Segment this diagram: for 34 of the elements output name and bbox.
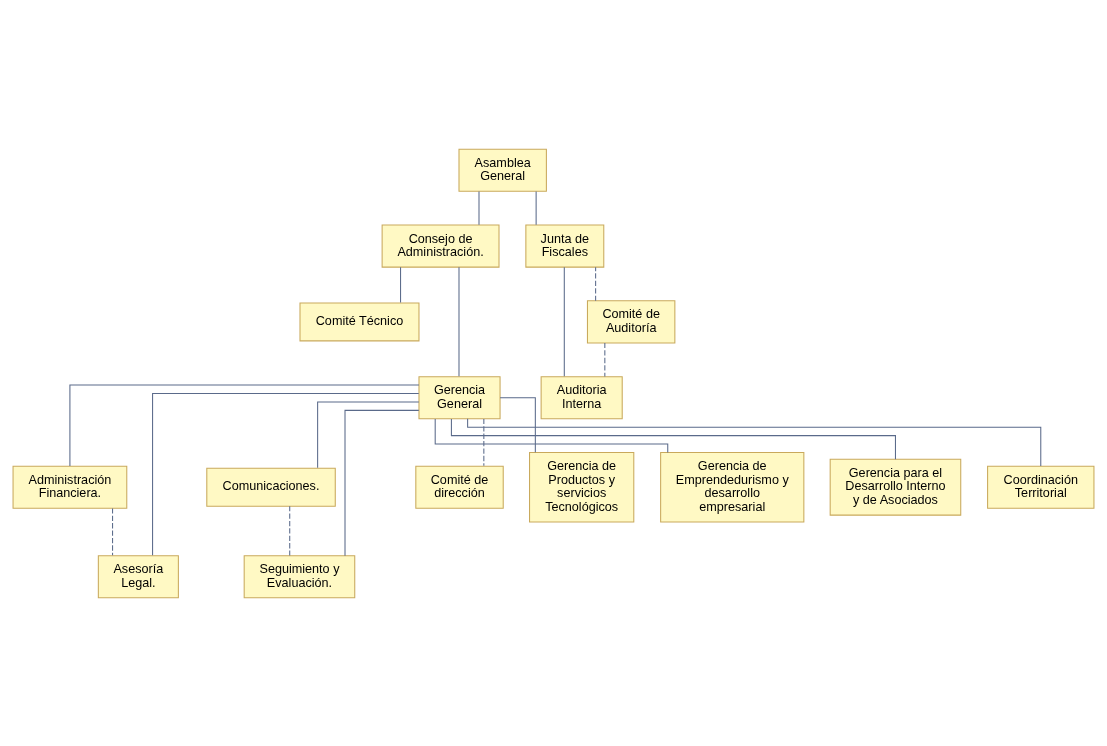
node-box: Seguimiento y Evaluación. (243, 554, 356, 598)
connector (478, 190, 480, 225)
connector (458, 266, 460, 377)
node-box: Junta de Fiscales (525, 224, 605, 268)
node-box: Consejo de Administración. (381, 224, 500, 268)
node-box: Coordinación Territorial (987, 465, 1095, 509)
connector (434, 417, 669, 453)
node-box: Comunicaciones. (206, 467, 336, 507)
connector (467, 417, 1042, 466)
node-box: Auditoria Interna (540, 375, 623, 419)
connector (289, 505, 291, 556)
node-box: Administración Financiera. (12, 465, 128, 509)
node-box: Gerencia General (418, 375, 501, 419)
connector (112, 507, 114, 556)
node-box: Gerencia de Emprendedurismo y desarrollo empresarial (660, 451, 805, 522)
node-box: Comité de dirección (415, 465, 504, 509)
connector (69, 384, 420, 467)
node-box: Asesoría Legal. (97, 554, 179, 598)
connector (499, 396, 536, 453)
connector (483, 417, 485, 466)
node-box: Gerencia de Productos y servicios Tecnológicos (529, 451, 635, 522)
connector (152, 392, 420, 556)
connector (344, 409, 420, 556)
connector (400, 266, 402, 303)
node-box: Gerencia para el Desarrollo Interno y de Asociados (829, 458, 962, 516)
connector (604, 342, 606, 377)
node-box: Comité Técnico (299, 301, 420, 341)
connector (595, 266, 597, 301)
connector (450, 417, 896, 460)
connector (317, 400, 420, 468)
connector (535, 190, 537, 225)
connector (563, 266, 565, 377)
node-box: Comité de Auditoría (586, 299, 676, 343)
node-box: Asamblea General (458, 148, 547, 192)
